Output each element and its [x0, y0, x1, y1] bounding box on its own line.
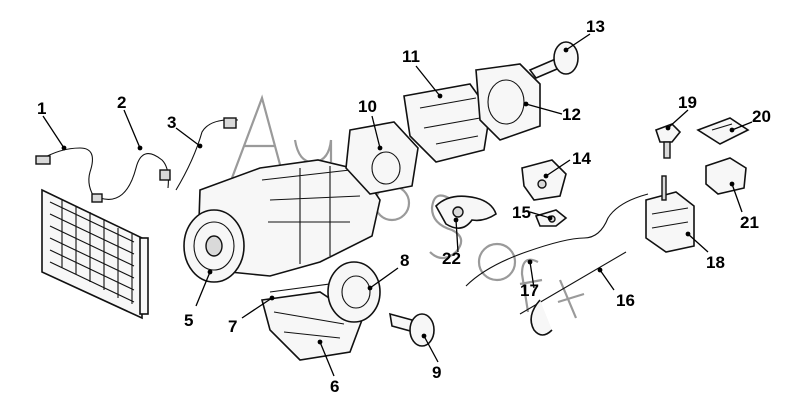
- transfer-case-front: [403, 83, 491, 163]
- callout-12: 12: [562, 105, 581, 124]
- callout-8: 8: [400, 251, 409, 270]
- callout-18: 18: [706, 253, 725, 272]
- transfer-case-rear: [475, 63, 541, 141]
- callout-16: 16: [616, 291, 635, 310]
- selector-cable: [465, 193, 649, 336]
- callout-22: 22: [442, 249, 461, 268]
- selector-cover-plate: [696, 117, 750, 145]
- callout-17: 17: [520, 281, 539, 300]
- transfer-adapter: [345, 121, 419, 195]
- callout-14: 14: [572, 149, 591, 168]
- torque-converter: [183, 209, 245, 283]
- callout-7: 7: [228, 317, 237, 336]
- callout-3: 3: [167, 113, 176, 132]
- callout-6: 6: [330, 377, 339, 396]
- sensor: [654, 123, 682, 159]
- gear-selector-mechanism: [645, 175, 695, 253]
- drive-flange: [327, 261, 381, 323]
- output-flange: [528, 41, 579, 79]
- radiator: [41, 188, 149, 320]
- mounting-insulator: [435, 195, 497, 229]
- cooler-pipes: [35, 117, 239, 203]
- callout-1: 1: [37, 99, 46, 118]
- callout-19: 19: [678, 93, 697, 112]
- callout-numbers: 1 2 3 5 6 7 8 9 10 11 12 13 14 15 16 17 …: [37, 17, 771, 396]
- callout-20: 20: [752, 107, 771, 126]
- mounting-bracket: [521, 159, 567, 201]
- callout-leaders: [42, 33, 753, 377]
- callout-13: 13: [586, 17, 605, 36]
- callout-2: 2: [117, 93, 126, 112]
- control-module: [705, 157, 747, 195]
- callout-5: 5: [184, 311, 193, 330]
- callout-11: 11: [402, 47, 420, 66]
- callout-21: 21: [740, 213, 759, 232]
- callout-10: 10: [358, 97, 377, 116]
- callout-9: 9: [432, 363, 441, 382]
- callout-15: 15: [512, 203, 531, 222]
- output-shaft: [389, 312, 435, 347]
